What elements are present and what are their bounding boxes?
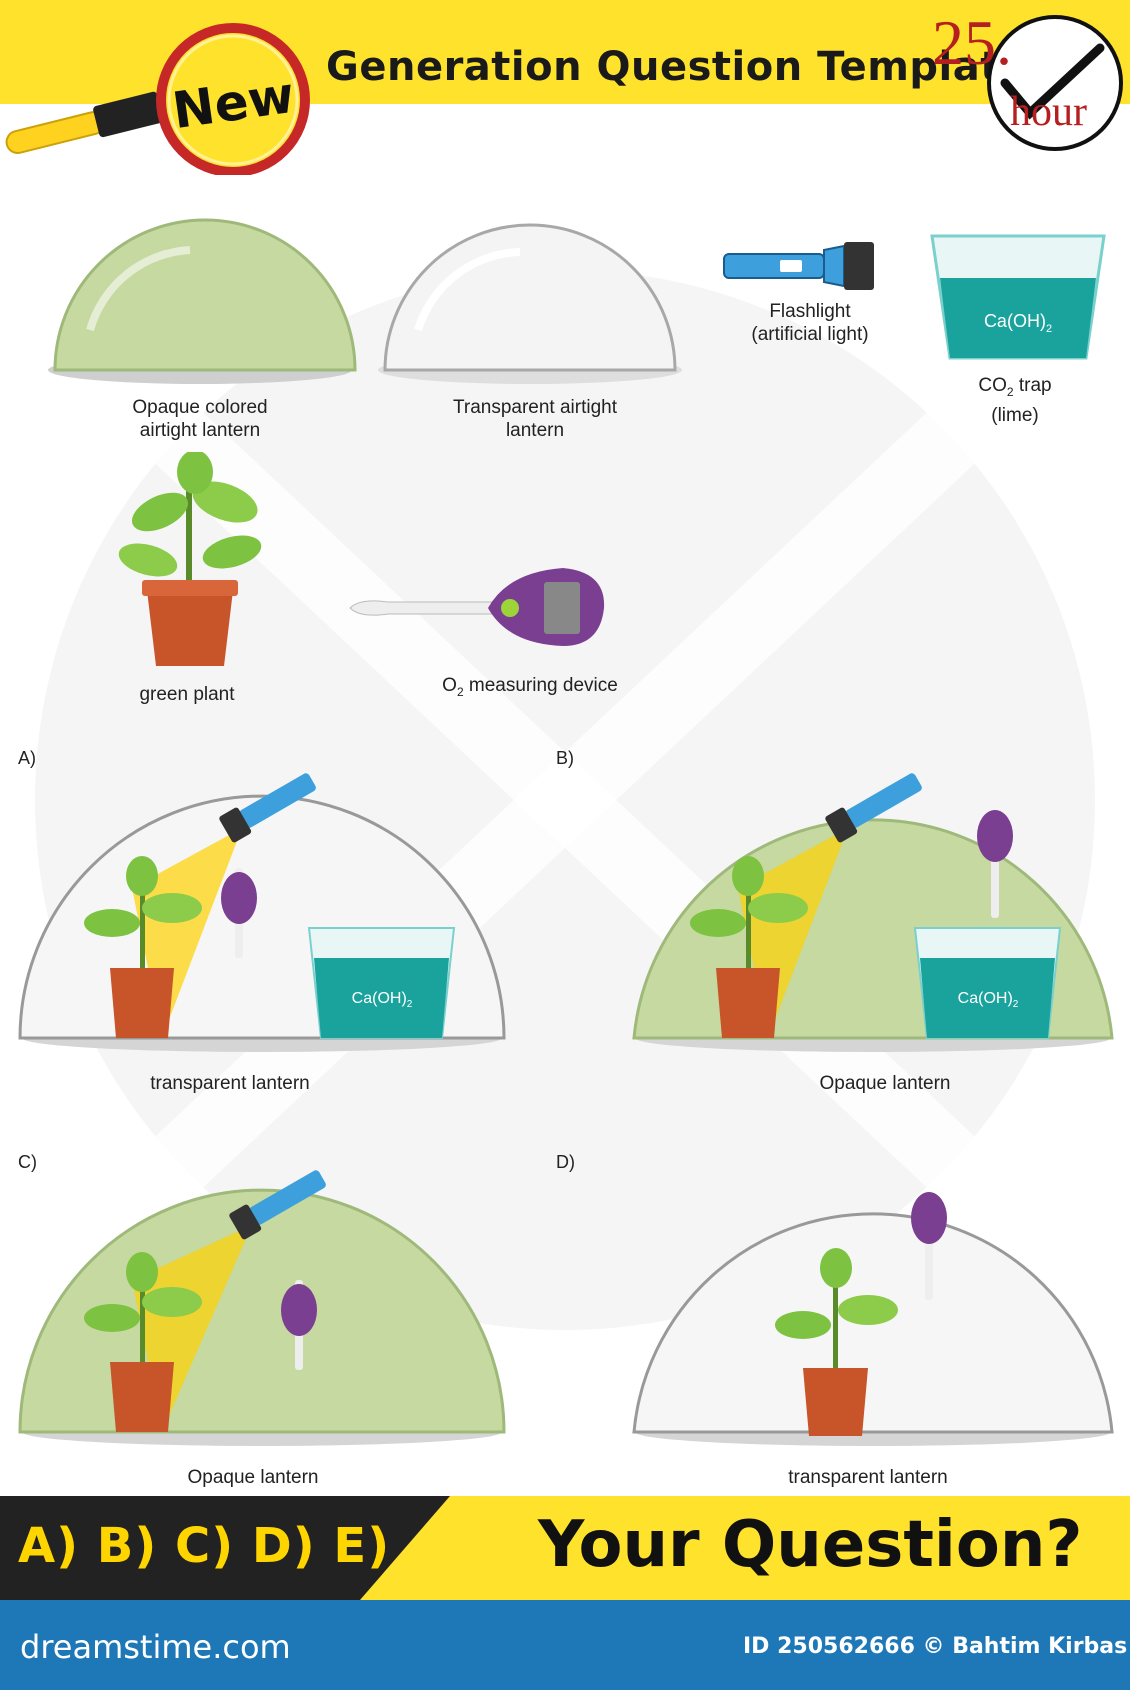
flashlight-icon xyxy=(825,773,922,843)
o2-device-label: O2 measuring device xyxy=(442,675,618,699)
beaker-formula: Ca(OH)2 xyxy=(984,311,1052,335)
timer-unit: hour xyxy=(1010,89,1087,135)
option-b-setup: Ca(OH)2 xyxy=(632,773,1114,1052)
green-plant-icon xyxy=(775,1248,898,1436)
option-c-caption: Opaque lantern xyxy=(187,1467,319,1488)
o2-meter-icon xyxy=(977,810,1013,918)
page-title: Generation Question Template xyxy=(326,44,1028,90)
option-a-caption: transparent lantern xyxy=(150,1073,310,1094)
option-a-setup: Ca(OH)2 xyxy=(18,773,506,1052)
co2-trap-beaker-icon: Ca(OH)2 xyxy=(307,927,456,1039)
answer-choices: A) B) C) D) E) xyxy=(18,1518,391,1574)
flashlight-label: Flashlight(artificial light) xyxy=(751,301,869,345)
background-watermark xyxy=(0,0,1130,1490)
option-a-letter: A) xyxy=(18,748,36,768)
clock-icon xyxy=(987,15,1123,151)
flashlight-icon xyxy=(219,773,316,843)
green-plant-icon xyxy=(690,856,808,1038)
answers-panel xyxy=(0,1496,450,1600)
question-prompt: Your Question? xyxy=(538,1508,1083,1582)
option-c-letter: C) xyxy=(18,1152,37,1172)
co2-trap-beaker-icon: Ca(OH)2 xyxy=(913,927,1062,1039)
opaque-lantern-icon xyxy=(48,218,357,384)
co2-trap-beaker-icon: Ca(OH)2 xyxy=(930,234,1106,360)
green-plant-icon xyxy=(84,856,202,1038)
brand-logo: dreamstime.com xyxy=(20,1628,291,1666)
green-plant-label: green plant xyxy=(139,684,235,705)
option-d-caption: transparent lantern xyxy=(788,1467,948,1488)
svg-text:Ca(OH)2: Ca(OH)2 xyxy=(352,990,413,1010)
magnifier-handle-icon xyxy=(5,91,164,155)
transparent-lantern-icon xyxy=(378,223,682,384)
o2-meter-icon xyxy=(349,568,605,646)
option-b-letter: B) xyxy=(556,748,574,768)
option-d-setup xyxy=(632,1192,1114,1446)
co2-trap-label: CO2 trap(lime) xyxy=(978,375,1052,426)
footer-credit-band xyxy=(0,1600,1130,1690)
flashlight-icon xyxy=(229,1170,326,1240)
timer-number: 25. xyxy=(932,7,1012,78)
image-credit: ID 250562666 © Bahtim Kirbas xyxy=(743,1634,1128,1659)
flashlight-icon xyxy=(723,242,874,290)
option-b-caption: Opaque lantern xyxy=(819,1073,951,1094)
o2-meter-icon xyxy=(281,1280,317,1370)
magnifier-lens-icon xyxy=(156,23,310,175)
svg-text:Ca(OH)2: Ca(OH)2 xyxy=(958,990,1019,1010)
green-plant-icon xyxy=(84,1252,202,1432)
o2-meter-icon xyxy=(221,868,257,958)
header-divider xyxy=(0,104,1130,112)
option-d-letter: D) xyxy=(556,1152,575,1172)
option-c-setup xyxy=(18,1170,506,1446)
o2-meter-icon xyxy=(911,1192,947,1300)
magnifier-badge: New xyxy=(5,23,310,175)
green-plant-icon xyxy=(118,452,262,666)
